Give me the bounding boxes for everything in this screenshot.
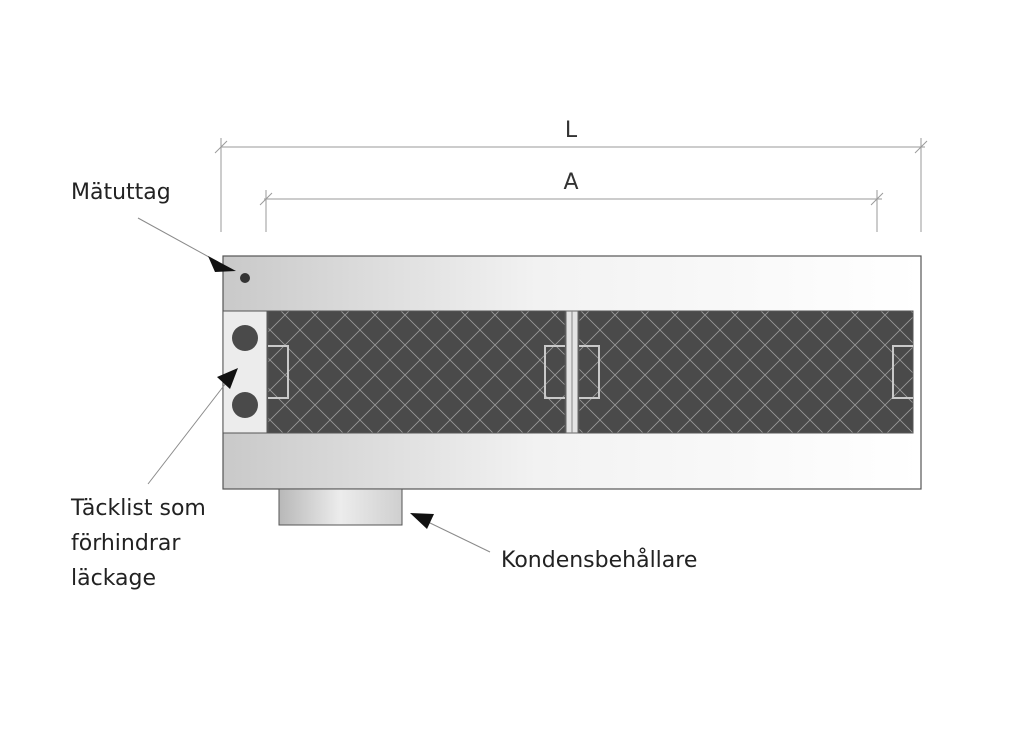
label-cover-strip-line2: förhindrar [71,531,181,556]
arrow-condensate [410,513,434,529]
measurement-port-dot [240,273,250,283]
filter-cassette-1 [267,310,566,434]
drain-hole-bottom [232,392,258,418]
leader-condensate [410,513,491,553]
dimension-L: L [214,118,928,232]
dimension-L-label: L [565,118,578,143]
dimension-A: A [259,170,884,232]
leader-measurement-port [137,217,236,272]
label-cover-strip-line3: läckage [71,566,156,591]
dimension-A-label: A [563,170,578,195]
arrow-measurement-port [208,256,236,272]
condensate-container [278,488,403,526]
drain-hole-top [232,325,258,351]
leader-cover-strip [147,368,238,485]
label-measurement-port: Mätuttag [71,180,171,205]
arrow-cover-strip [217,368,238,389]
filter-cassette-2 [578,310,914,434]
label-condensate-container: Kondensbehållare [501,547,697,573]
label-cover-strip-line1: Täcklist som [70,496,206,521]
